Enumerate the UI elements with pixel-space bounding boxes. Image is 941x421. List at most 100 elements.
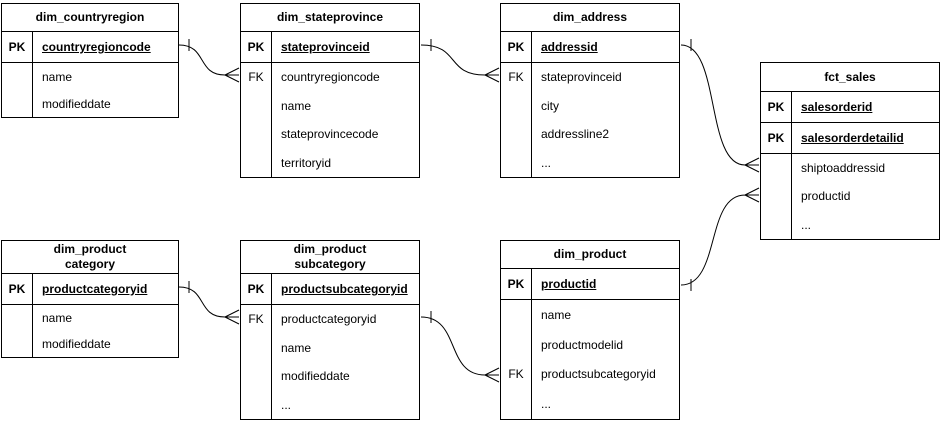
key-badge: PK xyxy=(2,32,33,62)
table-row: modifieddate xyxy=(241,362,419,391)
relationship-category-subcategory[interactable] xyxy=(178,281,240,325)
column-name: countryregioncode xyxy=(42,40,151,54)
key-badge xyxy=(241,120,272,149)
relationship-stateprovince-address[interactable] xyxy=(420,39,500,83)
key-badge xyxy=(2,305,33,331)
key-badge: PK xyxy=(2,274,33,304)
column-name: modifieddate xyxy=(42,96,111,111)
table-row: productmodelid xyxy=(501,329,679,360)
entity-dim-countryregion[interactable]: dim_countryregion PK countryregioncode n… xyxy=(1,3,179,118)
column-name: stateprovinceid xyxy=(281,40,370,54)
key-badge xyxy=(761,210,792,239)
key-badge xyxy=(501,91,532,120)
entity-dim-productsubcategory[interactable]: dim_product subcategory PK productsubcat… xyxy=(240,240,420,420)
column-name: productid xyxy=(541,277,597,291)
entity-title: dim_product subcategory xyxy=(241,241,419,274)
key-badge xyxy=(2,90,33,117)
column-name: addressline2 xyxy=(541,127,610,142)
table-row: modifieddate xyxy=(2,90,178,117)
column-name: productmodelid xyxy=(541,337,624,352)
column-name: stateprovincecode xyxy=(281,127,379,142)
column-name: productsubcategoryid xyxy=(281,282,408,296)
column-name: ... xyxy=(541,397,552,412)
table-row: PK salesorderdetailid xyxy=(761,123,939,154)
entity-title: dim_stateprovince xyxy=(241,4,419,32)
entity-dim-address[interactable]: dim_address PK addressid FK stateprovinc… xyxy=(500,3,680,178)
entity-title: dim_address xyxy=(501,4,679,32)
column-name: shiptoaddressid xyxy=(801,161,886,176)
entity-dim-stateprovince[interactable]: dim_stateprovince PK stateprovinceid FK … xyxy=(240,3,420,178)
relationship-product-fctsales[interactable] xyxy=(680,187,760,291)
table-row: ... xyxy=(501,148,679,177)
table-row: FK productsubcategoryid xyxy=(501,359,679,390)
key-badge xyxy=(501,329,532,360)
entity-title: fct_sales xyxy=(761,63,939,92)
table-row: stateprovincecode xyxy=(241,120,419,149)
entity-dim-product[interactable]: dim_product PK productid name productmod… xyxy=(500,240,680,420)
table-row: PK productid xyxy=(501,269,679,300)
entity-dim-productcategory[interactable]: dim_product category PK productcategoryi… xyxy=(1,240,179,358)
column-name: name xyxy=(281,340,312,355)
entity-title: dim_product xyxy=(501,241,679,269)
entity-title: dim_product category xyxy=(2,241,178,274)
key-badge xyxy=(241,333,272,362)
table-row: name xyxy=(501,300,679,330)
table-row: PK salesorderid xyxy=(761,92,939,123)
column-name: salesorderdetailid xyxy=(801,131,904,145)
table-row: productid xyxy=(761,182,939,211)
column-name: name xyxy=(281,98,312,113)
column-name: stateprovinceid xyxy=(541,70,622,85)
column-name: name xyxy=(42,69,73,84)
column-name: addressid xyxy=(541,40,598,54)
key-badge: FK xyxy=(501,359,532,390)
key-badge xyxy=(2,63,33,90)
key-badge xyxy=(501,148,532,177)
table-row: ... xyxy=(241,390,419,419)
table-row: name xyxy=(2,305,178,331)
column-name: name xyxy=(42,311,73,325)
entity-title: dim_countryregion xyxy=(2,4,178,32)
column-name: productsubcategoryid xyxy=(541,367,656,382)
key-badge xyxy=(241,362,272,391)
table-row: name xyxy=(241,333,419,362)
table-row: ... xyxy=(501,389,679,419)
key-badge: FK xyxy=(501,63,532,92)
column-name: ... xyxy=(541,155,552,170)
key-badge xyxy=(241,148,272,177)
table-row: FK countryregioncode xyxy=(241,63,419,92)
column-name: productid xyxy=(801,189,851,204)
column-name: productcategoryid xyxy=(42,282,148,296)
table-row: FK productcategoryid xyxy=(241,305,419,334)
key-badge: FK xyxy=(241,63,272,92)
column-name: modifieddate xyxy=(281,369,350,384)
column-name: productcategoryid xyxy=(281,312,377,327)
table-row: PK stateprovinceid xyxy=(241,32,419,63)
table-row: modifieddate xyxy=(2,331,178,357)
table-row: FK stateprovinceid xyxy=(501,63,679,92)
key-badge: PK xyxy=(241,32,272,62)
relationship-countryregion-stateprovince[interactable] xyxy=(178,39,240,83)
column-name: territoryid xyxy=(281,155,332,170)
key-badge xyxy=(501,389,532,419)
key-badge: FK xyxy=(241,305,272,334)
table-row: PK productsubcategoryid xyxy=(241,274,419,305)
column-name: name xyxy=(541,307,572,322)
key-badge xyxy=(501,120,532,149)
table-row: name xyxy=(2,63,178,90)
table-row: territoryid xyxy=(241,148,419,177)
key-badge xyxy=(2,331,33,357)
key-badge xyxy=(501,300,532,330)
key-badge xyxy=(761,154,792,183)
entity-fct-sales[interactable]: fct_sales PK salesorderid PK salesorderd… xyxy=(760,62,940,240)
table-row: addressline2 xyxy=(501,120,679,149)
table-row: PK countryregioncode xyxy=(2,32,178,63)
column-name: modifieddate xyxy=(42,337,111,351)
table-row: shiptoaddressid xyxy=(761,154,939,183)
column-name: countryregioncode xyxy=(281,70,380,85)
relationship-subcategory-product[interactable] xyxy=(420,311,500,383)
relationship-address-fctsales[interactable] xyxy=(680,39,760,173)
key-badge xyxy=(761,182,792,211)
column-name: salesorderid xyxy=(801,100,873,114)
